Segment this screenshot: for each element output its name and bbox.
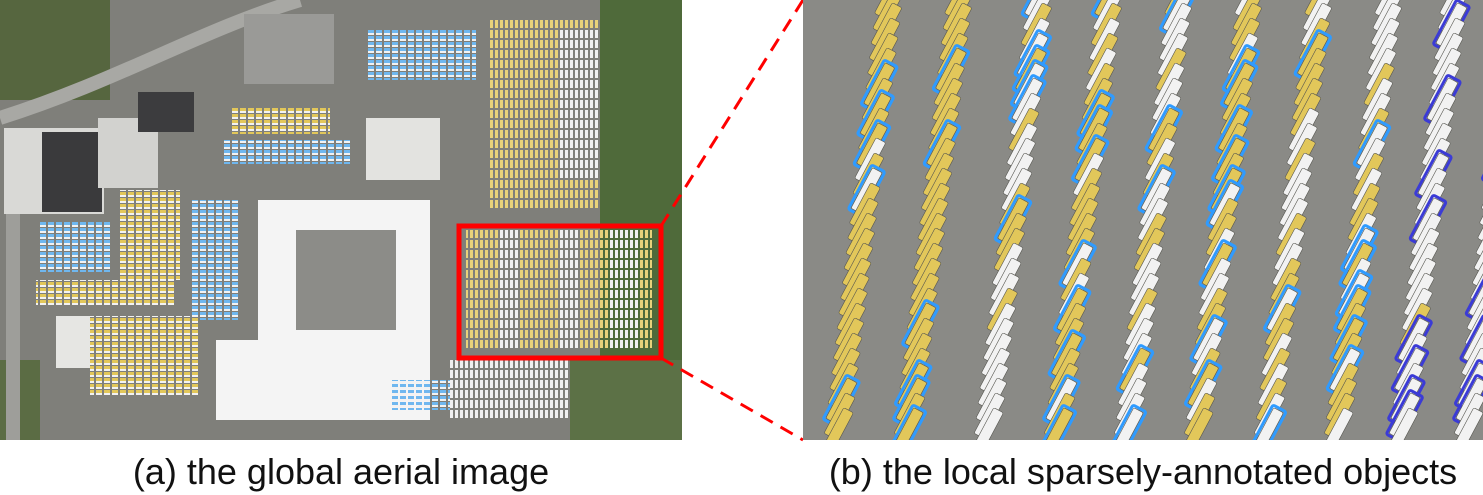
zoom-line-top <box>659 0 805 227</box>
bus-parking-area <box>610 230 640 350</box>
caption-global: (a) the global aerial image <box>132 451 550 492</box>
local-annotated-image <box>803 0 1483 440</box>
courtyard <box>296 230 396 330</box>
vegetation-patch <box>570 360 682 440</box>
caption-local: (b) the local sparsely-annotated objects <box>828 451 1458 492</box>
bus-parking-area <box>120 190 180 280</box>
bus-parking-area <box>500 230 520 350</box>
bus <box>1182 408 1214 440</box>
parking-lot <box>244 14 334 84</box>
zoom-line-bottom <box>660 356 804 442</box>
bus-parking-area <box>390 380 450 410</box>
bus <box>1042 408 1074 440</box>
bus <box>892 408 924 440</box>
bus-columns <box>822 0 1483 440</box>
bus <box>972 408 1004 440</box>
bus-parking-area <box>560 30 600 180</box>
annotation-box <box>888 404 927 440</box>
bus-parking-area <box>90 316 200 396</box>
warehouse-dark-roof <box>42 132 102 212</box>
global-aerial-image <box>0 0 682 440</box>
bus <box>1112 408 1144 440</box>
bus <box>822 408 854 440</box>
bus <box>1322 408 1354 440</box>
bus-parking-area <box>36 280 176 306</box>
bus-parking-area <box>230 108 330 134</box>
highway <box>0 0 303 125</box>
building-roof <box>366 118 440 180</box>
bus-parking-area <box>366 30 476 80</box>
bus <box>1387 408 1419 440</box>
global-aerial-svg <box>0 0 682 440</box>
building-dark-roof <box>138 92 194 132</box>
local-annotated-svg <box>803 0 1483 440</box>
bus <box>1452 408 1483 440</box>
bus-parking-area <box>40 222 110 272</box>
annotation-box <box>1248 404 1287 440</box>
annotation-box <box>1038 404 1077 440</box>
bus <box>1252 408 1284 440</box>
annotation-box <box>1108 404 1147 440</box>
bus-parking-area <box>190 200 240 320</box>
highlight-box <box>456 223 664 361</box>
bus-parking-area <box>450 360 570 420</box>
small-building-roof <box>56 316 90 368</box>
bus-parking-area <box>222 140 352 164</box>
highway <box>6 190 20 440</box>
bus-parking-area <box>560 230 580 350</box>
